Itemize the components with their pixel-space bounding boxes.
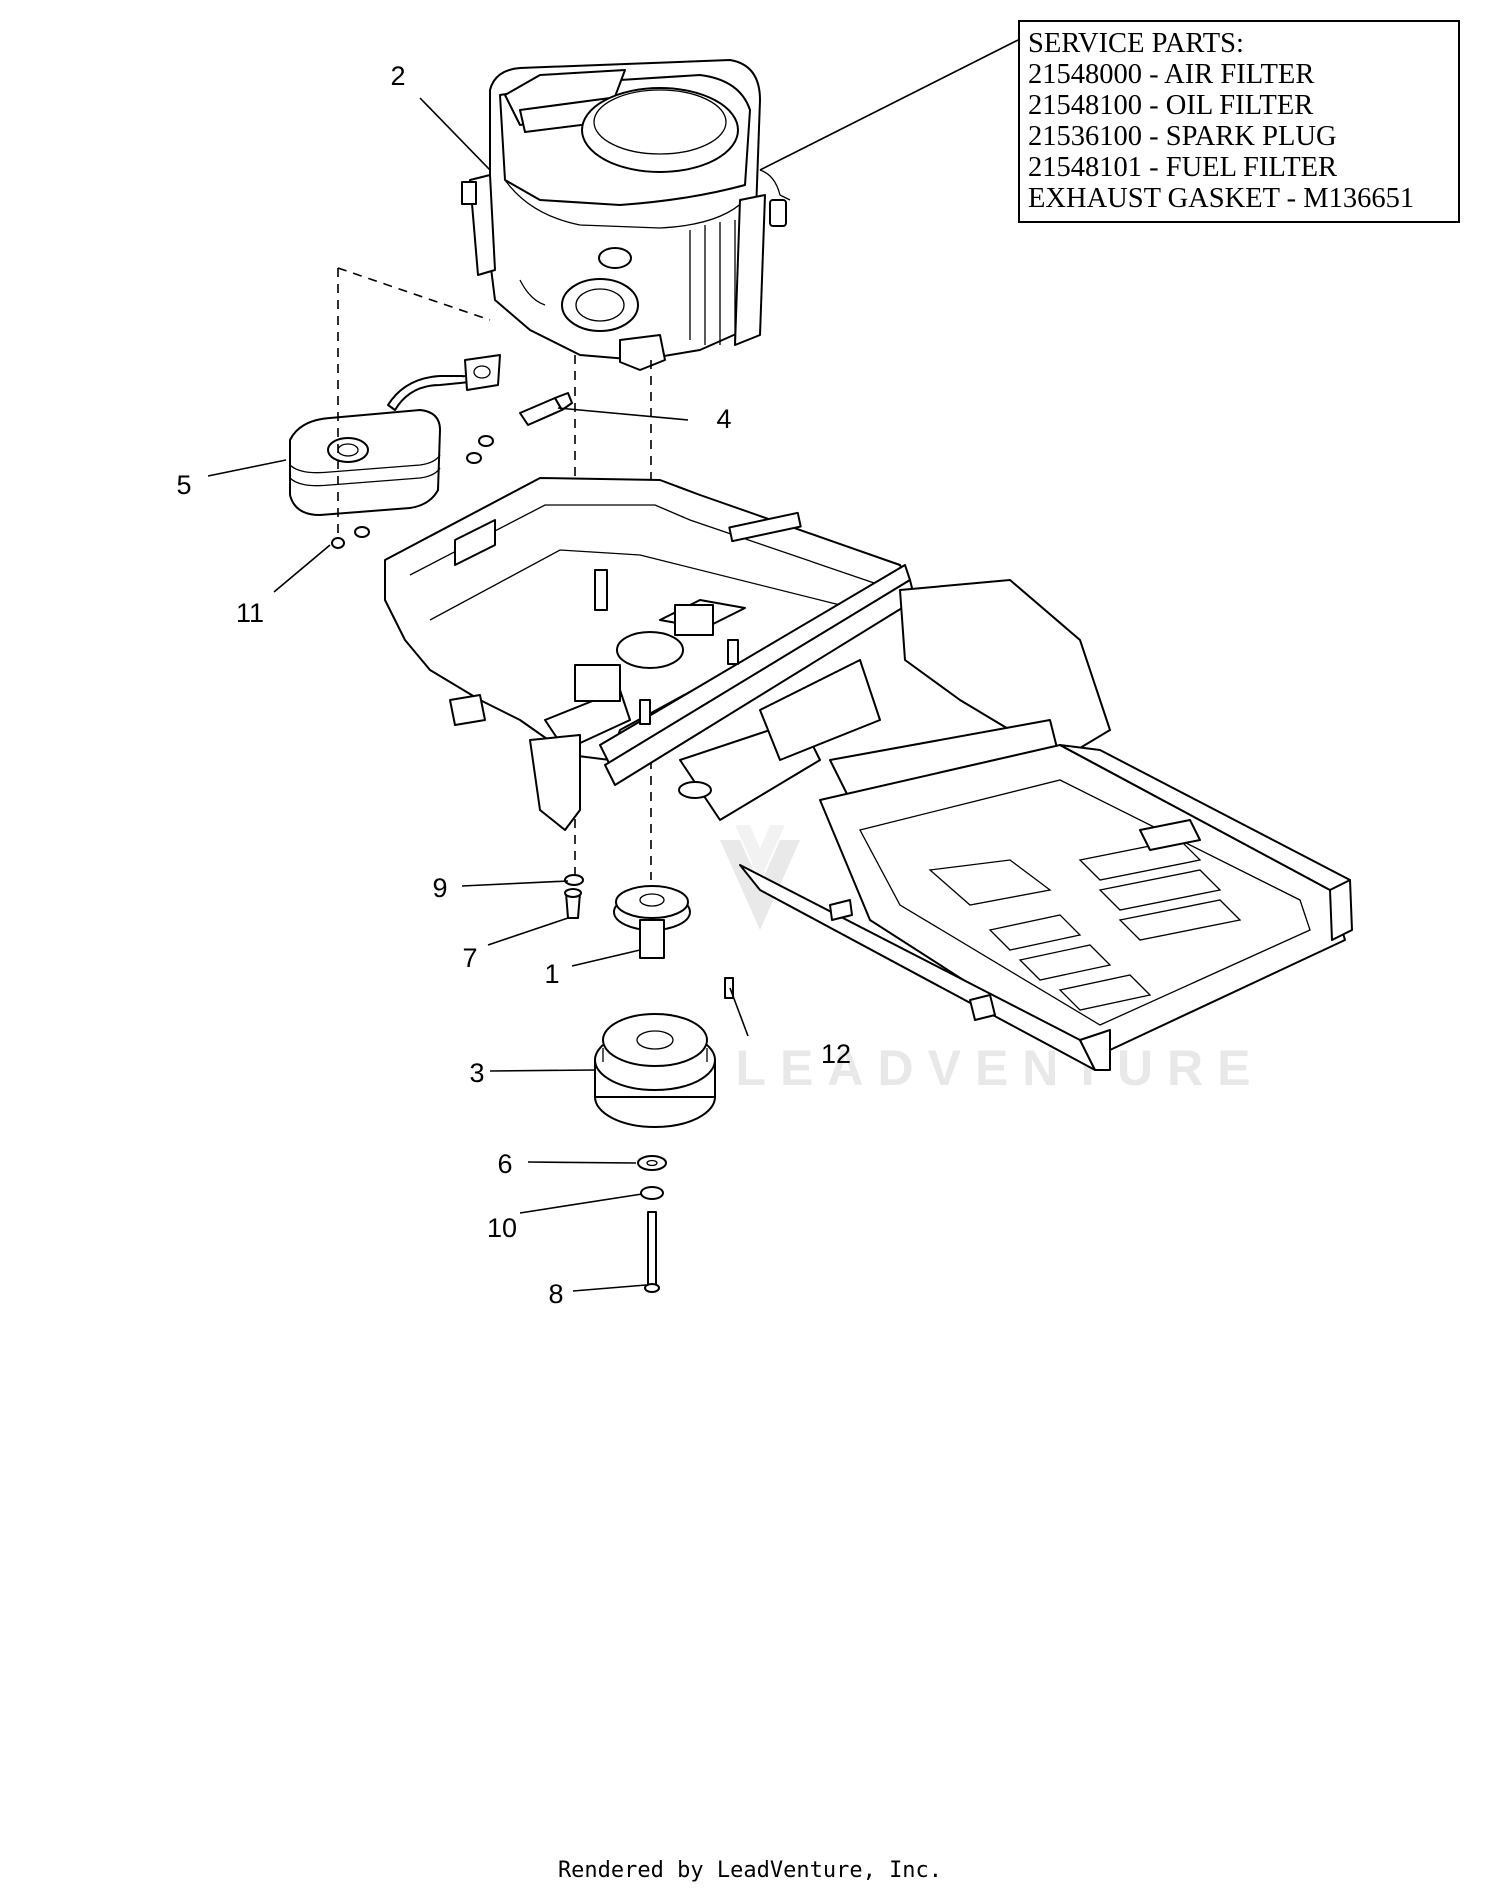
leadventure-watermark: LEADVENTURE: [720, 825, 1264, 1096]
muffler-drawing: [289, 354, 501, 516]
bolt-item-7: [564, 888, 582, 919]
spindle-pulley-drawing: [613, 885, 691, 959]
engine-drawing: [461, 59, 791, 371]
callout-2: 2: [390, 61, 405, 91]
service-part-fuel-filter: 21548101 - FUEL FILTER: [1028, 152, 1338, 183]
spark-plug-drawing: [519, 392, 573, 426]
service-part-spark-plug: 21536100 - SPARK PLUG: [1028, 121, 1337, 152]
callout-8: 8: [548, 1279, 563, 1309]
service-part-exhaust-gasket: EXHAUST GASKET - M136651: [1028, 183, 1415, 214]
callout-7: 7: [462, 943, 477, 973]
callout-10: 10: [487, 1213, 517, 1243]
callout-12: 12: [821, 1039, 851, 1069]
leader-lines: [207, 39, 1019, 1292]
watermark-text: LEADVENTURE: [735, 1040, 1264, 1096]
mower-frame-drawing: [384, 477, 1353, 1071]
service-parts-heading: SERVICE PARTS:: [1028, 28, 1244, 59]
callout-3: 3: [469, 1058, 484, 1088]
callout-9: 9: [432, 873, 447, 903]
bolt-item-8: [644, 1211, 660, 1293]
render-credit-footer: Rendered by LeadVenture, Inc.: [557, 1858, 943, 1883]
pto-clutch-drawing: [594, 1013, 716, 1128]
callout-4: 4: [716, 404, 731, 434]
callout-5: 5: [176, 470, 191, 500]
service-part-air-filter: 21548000 - AIR FILTER: [1028, 59, 1315, 90]
callout-6: 6: [497, 1149, 512, 1179]
spacer-item-6: [637, 1155, 667, 1171]
washer-item-10: [640, 1186, 664, 1200]
washer-item-9: [564, 874, 584, 886]
callout-1: 1: [544, 959, 559, 989]
callout-11: 11: [236, 598, 264, 628]
callout-labels: 2 4 5 11 9 7 1 12 3 6 10 8: [176, 61, 851, 1309]
nut-hardware: [331, 435, 494, 549]
service-part-oil-filter: 21548100 - OIL FILTER: [1028, 90, 1314, 121]
service-parts-box: SERVICE PARTS: 21548000 - AIR FILTER 215…: [1018, 20, 1460, 223]
